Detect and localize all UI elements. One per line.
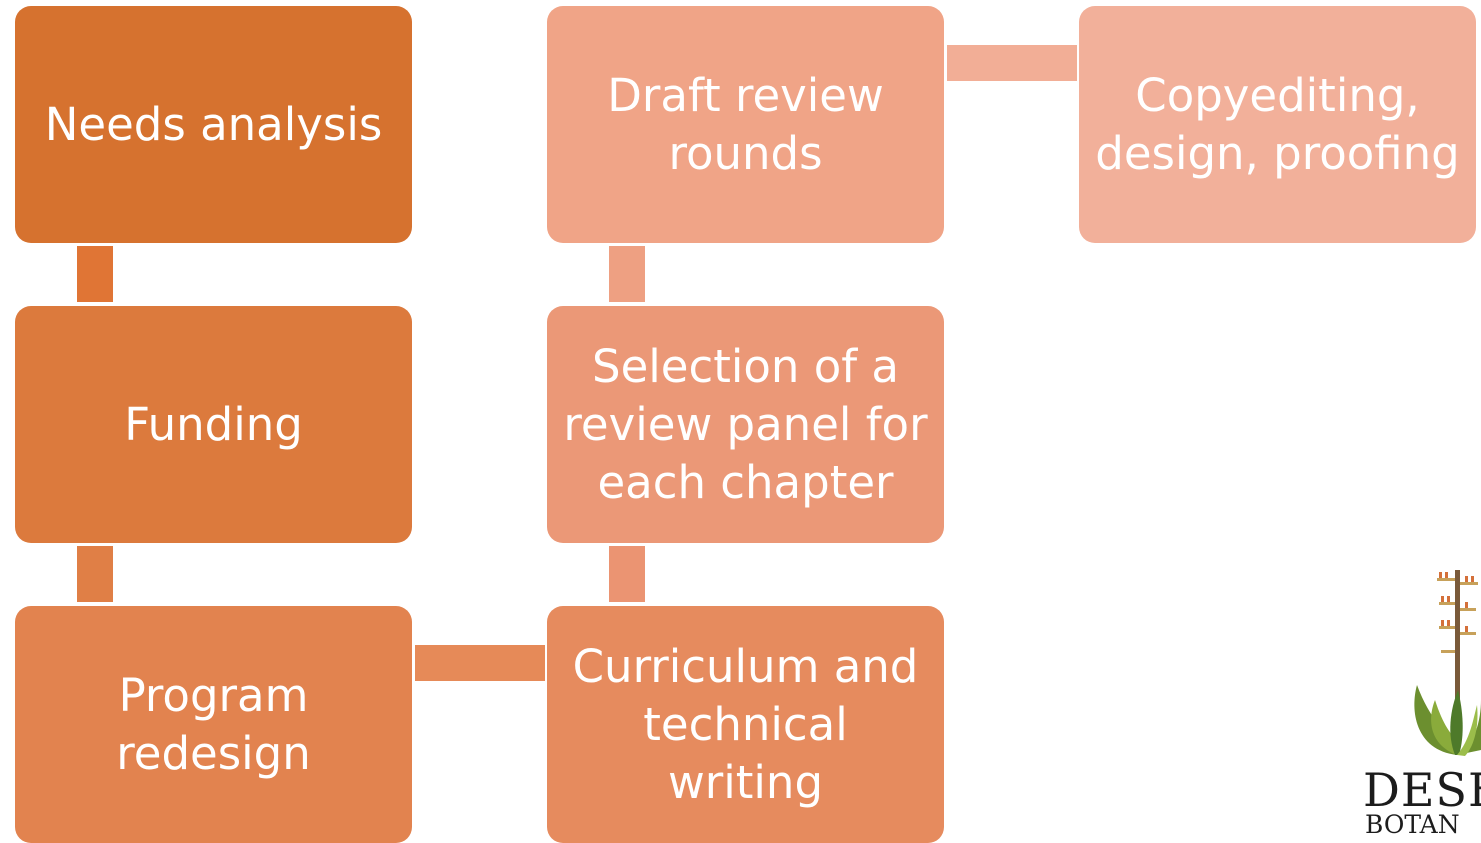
connector-redesign-curriculum bbox=[415, 645, 545, 681]
step-label: Funding bbox=[124, 397, 303, 451]
step-needs-analysis: Needs analysis bbox=[15, 6, 412, 243]
step-funding: Funding bbox=[15, 306, 412, 543]
connector-needs-funding bbox=[77, 246, 113, 302]
garden-logo: DESE BOTAN bbox=[1355, 560, 1481, 841]
agave-plant-icon bbox=[1414, 570, 1481, 756]
step-label: Selection of a review panel for each cha… bbox=[563, 339, 928, 509]
step-program-redesign: Program redesign bbox=[15, 606, 412, 843]
connector-funding-redesign bbox=[77, 546, 113, 602]
step-label: Draft review rounds bbox=[607, 68, 884, 180]
step-review-panel-selection: Selection of a review panel for each cha… bbox=[547, 306, 944, 543]
step-label: Curriculum and technical writing bbox=[572, 639, 919, 809]
connector-draft-copyediting bbox=[947, 45, 1077, 81]
step-label: Program redesign bbox=[116, 668, 311, 780]
step-label: Copyediting, design, proofing bbox=[1095, 68, 1460, 180]
logo-text-line1: DESE bbox=[1363, 763, 1481, 817]
step-copyediting-design-proofing: Copyediting, design, proofing bbox=[1079, 6, 1476, 243]
logo-text-line2: BOTAN bbox=[1365, 810, 1460, 839]
connector-curriculum-selection bbox=[609, 546, 645, 602]
step-draft-review-rounds: Draft review rounds bbox=[547, 6, 944, 243]
connector-selection-draft bbox=[609, 246, 645, 302]
step-label: Needs analysis bbox=[44, 97, 383, 151]
step-curriculum-writing: Curriculum and technical writing bbox=[547, 606, 944, 843]
